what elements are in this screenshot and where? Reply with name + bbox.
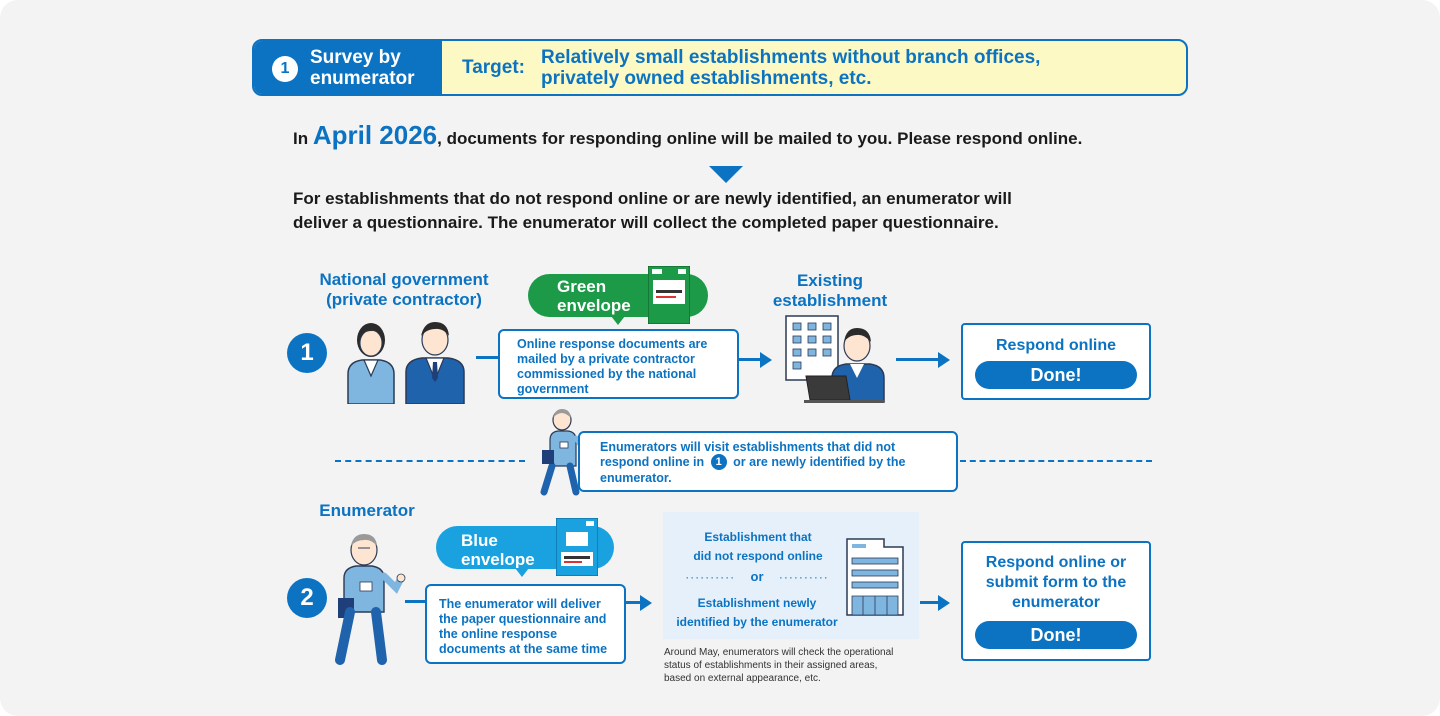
visit-info-box: Enumerators will visit establishments th… — [578, 431, 958, 492]
divider-left — [335, 460, 525, 462]
establishment-worker-icon — [785, 315, 885, 403]
down-arrow-icon — [709, 166, 743, 183]
step2-result-title: Respond online or submit form to the enu… — [963, 553, 1149, 613]
green-envelope-icon — [648, 266, 690, 324]
step1-actor-line2: (private contractor) — [326, 290, 482, 309]
banner-title-line2: enumerator — [310, 68, 415, 89]
panel-line4: identified by the enumerator — [676, 615, 838, 629]
lead-prefix: In — [293, 129, 313, 148]
government-officials-icon — [347, 322, 465, 404]
target-description-line1: Relatively small establishments without … — [541, 47, 1041, 68]
step1-actor-label: National government (private contractor) — [310, 270, 498, 310]
step1-result-title: Respond online — [996, 337, 1116, 354]
step1-actor-line1: National government — [319, 270, 489, 289]
step1-box-line: Online response documents are — [517, 337, 708, 351]
note-line: status of establishments in their assign… — [664, 660, 878, 671]
paragraph-line1: For establishments that do not respond o… — [293, 189, 1012, 208]
step2-arrow-line-a — [626, 601, 642, 604]
step1-box-line: government — [517, 382, 589, 396]
panel-line1: Establishment that — [704, 530, 812, 544]
note-line: based on external appearance, etc. — [664, 673, 821, 684]
step1-number-badge: 1 — [287, 333, 327, 373]
step2-box-line: the online response — [439, 627, 558, 641]
step2-result-line2: submit form to the — [985, 574, 1127, 591]
note-line: Around May, enumerators will check the o… — [664, 647, 894, 658]
green-envelope-line2: envelope — [557, 296, 631, 315]
visit-line1: Enumerators will visit establishments th… — [600, 440, 896, 454]
panel-dots-right: ·········· — [778, 570, 829, 584]
step1-arrow-head-b — [938, 352, 950, 368]
target-establishments-panel: Establishment that did not respond onlin… — [663, 512, 919, 639]
visit-line2-suffix: or are newly identified by the — [733, 455, 906, 469]
step1-recipient-line1: Existing — [796, 271, 864, 290]
step1-arrow-head-a — [760, 352, 772, 368]
target-description-line2: privately owned establishments, etc. — [541, 68, 872, 89]
blue-envelope-line1: Blue — [461, 531, 498, 550]
operational-status-note: Around May, enumerators will check the o… — [664, 646, 934, 685]
step2-box-line: documents at the same time — [439, 642, 608, 656]
step2-actor-label: Enumerator — [319, 501, 415, 520]
banner-title: Survey by enumerator — [310, 47, 415, 89]
visit-step-ref-badge: 1 — [710, 454, 727, 470]
paragraph-line2: deliver a questionnaire. The enumerator … — [293, 213, 999, 232]
divider-right — [960, 460, 1152, 462]
step2-done-badge: Done! — [975, 621, 1137, 649]
visit-line2: respond online in 1 or are newly identif… — [600, 454, 956, 471]
step2-arrow-head-b — [938, 595, 950, 611]
green-envelope-line1: Green — [557, 277, 607, 296]
survey-banner: 1 Survey by enumerator Target: Relativel… — [252, 39, 1188, 96]
blue-envelope-label: Blue envelope — [461, 531, 535, 569]
step1-recipient-label: Existing establishment — [760, 271, 900, 311]
enumerator-icon — [335, 534, 406, 665]
lead-suffix: , documents for responding online will b… — [437, 129, 1083, 148]
blue-envelope-line2: envelope — [461, 550, 535, 569]
step1-recipient-line2: establishment — [772, 291, 888, 310]
lead-sentence: In April 2026, documents for responding … — [293, 120, 1082, 151]
blue-bubble-tail — [515, 568, 529, 577]
step1-result-card: Respond online Done! — [961, 323, 1151, 400]
step1-arrow-line-b — [896, 358, 940, 361]
target-label: Target: — [462, 57, 525, 78]
enumerator-paragraph: For establishments that do not respond o… — [293, 187, 1093, 235]
panel-group-a: Establishment that did not respond onlin… — [673, 528, 843, 566]
banner-title-line1: Survey by — [310, 47, 401, 68]
visit-line3: enumerator. — [600, 471, 672, 485]
step2-result-line3: enumerator — [1011, 594, 1101, 611]
banner-title-block: 1 Survey by enumerator — [254, 41, 442, 94]
panel-or: or — [750, 569, 764, 584]
green-envelope-label: Green envelope — [557, 277, 631, 315]
step1-box-line: commissioned by the national — [517, 367, 697, 381]
step2-result-line1: Respond online or — [985, 554, 1127, 571]
panel-line2: did not respond online — [693, 549, 823, 563]
lead-date: April 2026 — [312, 120, 438, 150]
step-number-badge: 1 — [272, 56, 298, 82]
visit-line2-prefix: respond online in — [600, 455, 705, 469]
step2-arrow-line-b — [920, 601, 940, 604]
step2-number-badge: 2 — [287, 578, 327, 618]
step1-arrow-line-a — [739, 358, 763, 361]
panel-line3: Establishment newly — [697, 596, 817, 610]
building-icon — [846, 538, 904, 616]
target-description: Relatively small establishments without … — [541, 47, 1040, 89]
panel-group-b: Establishment newly identified by the en… — [669, 594, 845, 632]
step2-box-line: The enumerator will deliver — [439, 597, 601, 611]
step2-delivery-box: The enumerator will deliver the paper qu… — [425, 584, 626, 664]
panel-or-row: ·········· or ·········· — [677, 569, 837, 584]
step2-result-card: Respond online or submit form to the enu… — [961, 541, 1151, 661]
step1-done-badge: Done! — [975, 361, 1137, 389]
step2-connector-line — [405, 600, 425, 603]
green-bubble-tail — [611, 316, 625, 325]
step2-arrow-head-a — [640, 595, 652, 611]
panel-dots-left: ·········· — [685, 570, 736, 584]
step1-box-line: mailed by a private contractor — [517, 352, 695, 366]
step2-box-line: the paper questionnaire and — [439, 612, 607, 626]
step1-connector-line — [476, 356, 498, 359]
blue-envelope-icon — [556, 518, 598, 576]
step1-mailing-box: Online response documents are mailed by … — [498, 329, 739, 399]
